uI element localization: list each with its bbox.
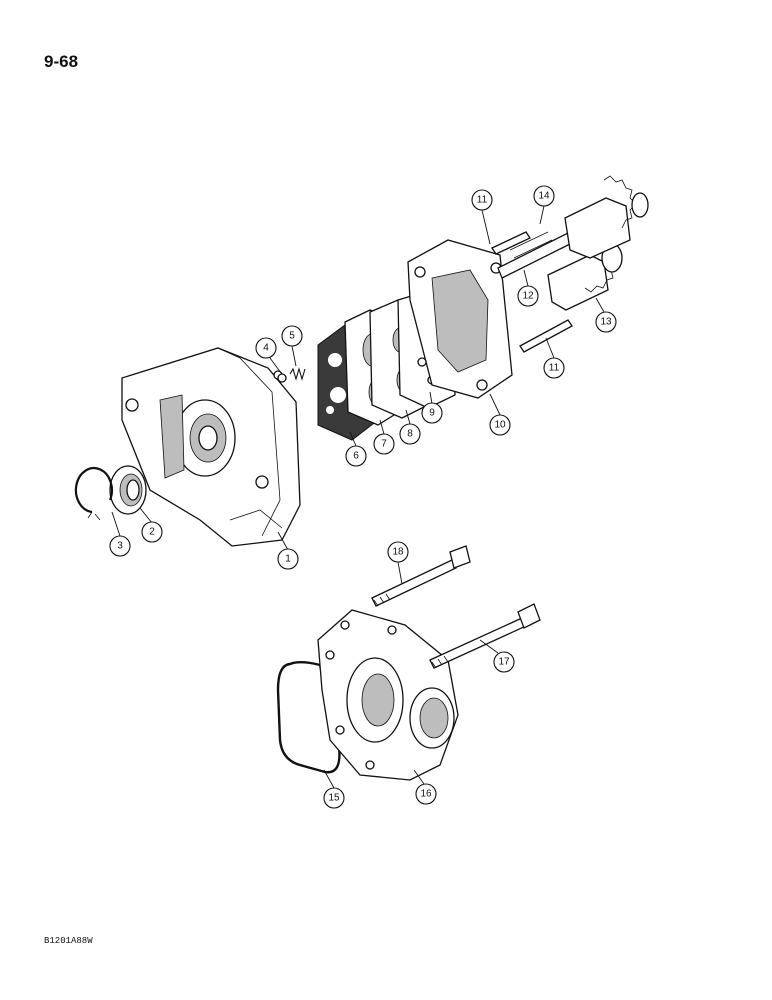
leader-3 (111, 511, 121, 537)
leader-10 (489, 393, 501, 416)
callout-11-bottom: 11 (543, 357, 565, 379)
leader-9 (429, 391, 433, 405)
svg-text:5: 5 (289, 331, 295, 342)
callout-8: 8 (399, 423, 421, 445)
callout-13: 13 (595, 311, 617, 333)
callout-2: 2 (141, 521, 163, 543)
svg-text:18: 18 (392, 547, 404, 558)
callout-11-top: 11 (471, 189, 493, 211)
shaft-seal (109, 465, 147, 515)
callout-17: 17 (493, 651, 515, 673)
pump-housing (121, 347, 301, 547)
svg-text:13: 13 (600, 317, 612, 328)
callout-12: 12 (517, 285, 539, 307)
dowel-pin-lower (519, 319, 573, 353)
callout-15: 15 (323, 787, 345, 809)
leader-1 (277, 531, 289, 551)
svg-text:1: 1 (285, 554, 291, 565)
svg-text:11: 11 (477, 195, 488, 206)
leader-2 (139, 507, 153, 524)
svg-text:11: 11 (549, 363, 560, 374)
page-number: 9-68 (44, 52, 79, 71)
leader-14 (539, 205, 545, 225)
callout-5: 5 (281, 325, 303, 347)
leader-17 (479, 639, 499, 654)
svg-text:3: 3 (117, 541, 123, 552)
callout-9: 9 (421, 402, 443, 424)
snap-ring (74, 467, 113, 521)
callout-7: 7 (373, 433, 395, 455)
leader-16 (413, 769, 425, 785)
svg-text:8: 8 (407, 429, 413, 440)
callout-4: 4 (255, 337, 277, 359)
check-ball (277, 373, 287, 383)
svg-text:4: 4 (263, 343, 269, 354)
svg-text:6: 6 (353, 451, 359, 462)
leader-6 (349, 431, 357, 447)
leader-11-bottom (545, 337, 555, 359)
svg-text:2: 2 (149, 527, 155, 538)
rear-cover (317, 609, 459, 781)
leader-4 (269, 357, 282, 374)
callout-16: 16 (415, 783, 437, 805)
leader-15 (323, 769, 335, 789)
leader-7 (379, 419, 385, 435)
callout-14: 14 (533, 185, 555, 207)
drive-gear (564, 175, 649, 259)
leader-8 (405, 409, 411, 425)
callout-18: 18 (387, 541, 409, 563)
svg-text:12: 12 (522, 291, 534, 302)
leader-12 (523, 269, 529, 287)
bolt-long-upper (371, 545, 471, 607)
gear-housing (407, 239, 513, 399)
callout-10: 10 (489, 414, 511, 436)
figure-code: B1201A88W (44, 936, 93, 946)
callout-6: 6 (345, 445, 367, 467)
svg-text:7: 7 (381, 439, 387, 450)
callout-1: 1 (277, 548, 299, 570)
svg-text:14: 14 (538, 191, 550, 202)
leader-11-top (481, 209, 491, 245)
leader-5 (291, 345, 297, 367)
svg-text:9: 9 (429, 408, 435, 419)
svg-text:16: 16 (420, 789, 432, 800)
o-ring (276, 661, 341, 774)
callout-3: 3 (109, 535, 131, 557)
leader-13 (595, 297, 605, 313)
svg-text:10: 10 (494, 420, 506, 431)
svg-text:17: 17 (498, 657, 510, 668)
svg-text:15: 15 (328, 793, 340, 804)
dowel-pin-upper (491, 231, 531, 255)
leader-18 (397, 561, 403, 585)
bolt-long-lower (429, 603, 541, 669)
spring (289, 367, 306, 381)
